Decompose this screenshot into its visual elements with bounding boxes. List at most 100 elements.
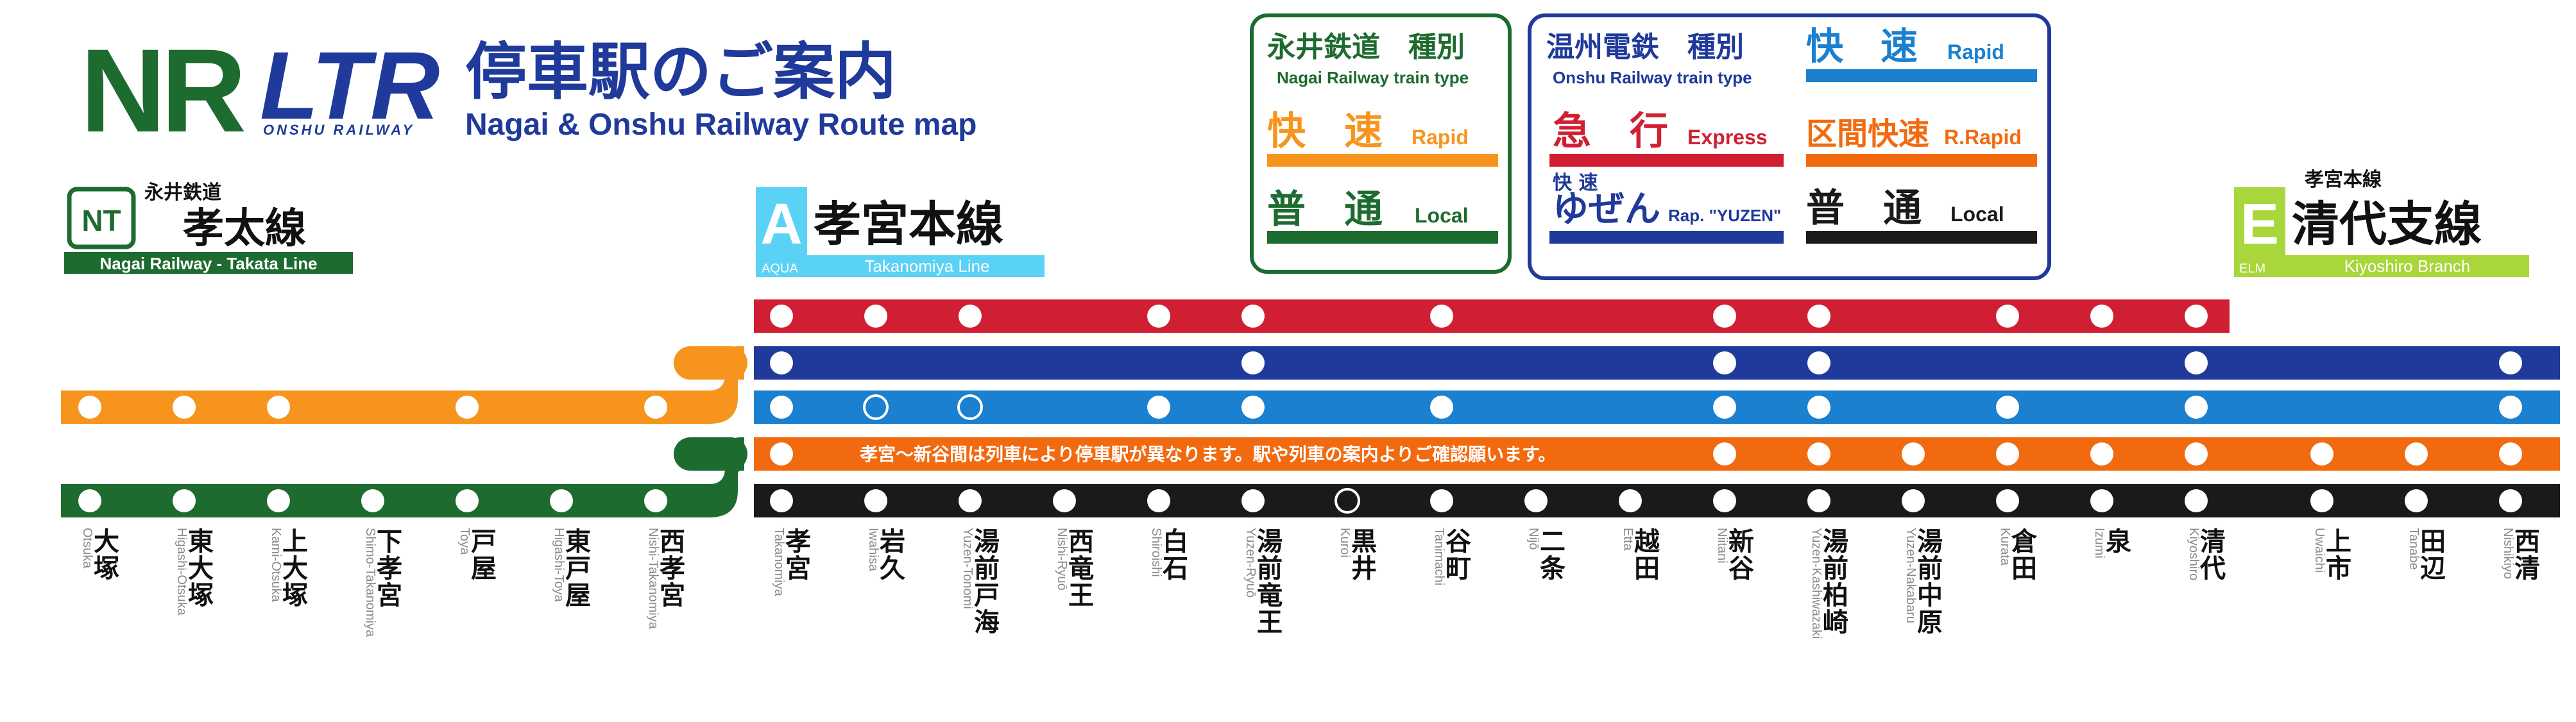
pass-marker: [957, 394, 983, 420]
stop-marker: [2185, 351, 2208, 374]
station-name-char: 東: [188, 527, 214, 557]
stop-marker: [1241, 351, 1265, 374]
station-name-char: 竜: [1257, 581, 1283, 610]
station-name-en: Etta: [1621, 528, 1635, 551]
stop-marker: [770, 489, 793, 512]
stop-marker: [2499, 442, 2522, 466]
line-name-takata: 孝太線: [183, 205, 306, 253]
line-name-kiyoshiro: 清代支線: [2292, 197, 2482, 252]
legend-onshu-yuzen-jp: ゆぜん: [1553, 189, 1660, 230]
station-name-en: Higashi-Toya: [552, 528, 566, 602]
station-name-en: Kami-Otsuka: [269, 528, 283, 602]
station-name-en: Yuzen-Nakabaru: [1904, 528, 1918, 623]
station-name-en: Niitani: [1715, 528, 1729, 564]
station-name-char: 新: [1728, 527, 1754, 557]
station-name-char: 大: [94, 527, 119, 557]
stop-marker: [644, 489, 667, 512]
station-name-char: 上: [282, 527, 308, 557]
stop-marker: [1430, 396, 1453, 419]
station-name-char: 戸: [471, 527, 497, 557]
station-name-char: 田: [1634, 554, 1660, 583]
station-name-char: 前: [974, 554, 1000, 583]
line-en-kiyoshiro: Kiyoshiro Branch: [2344, 256, 2471, 276]
stop-marker: [1902, 489, 1925, 512]
stop-marker: [2310, 489, 2333, 512]
bar-local-onshu: [754, 484, 2560, 517]
station-name-en: Kiyoshiro: [2187, 528, 2201, 580]
station-name-en: Yuzen-Tonomi: [960, 528, 975, 609]
legend-onshu-express-jp: 急 行: [1553, 109, 1668, 154]
station-name-char: 王: [1068, 581, 1094, 610]
station-name-en: Nishikiyo: [2501, 528, 2515, 579]
stop-marker: [78, 396, 101, 419]
station-name-char: 海: [974, 608, 1000, 637]
legend-onshu-title: 温州電鉄 種別: [1546, 31, 1744, 63]
legend-onshu-yuzen-small: 快 速: [1553, 172, 1598, 194]
stop-marker: [959, 489, 982, 512]
station-name-char: 柏: [1823, 581, 1848, 610]
station-name-char: 田: [2420, 527, 2446, 557]
station-name-char: 戸: [565, 554, 591, 583]
connector-local-cap: [674, 437, 747, 471]
pass-marker: [863, 394, 889, 420]
stop-marker: [173, 396, 196, 419]
stop-marker: [1524, 489, 1548, 512]
stop-marker: [78, 489, 101, 512]
legend-onshu-express-bar: [1549, 154, 1784, 167]
station-name-char: 宮: [660, 581, 685, 610]
legend-onshu-local-en: Local: [1950, 203, 2004, 226]
legend-nagai-local-jp: 普 通: [1267, 187, 1383, 232]
stop-marker: [2310, 442, 2333, 466]
line-badge-a-sub: AQUA: [762, 262, 798, 276]
stop-marker: [1430, 305, 1453, 328]
station-name-char: 市: [2326, 554, 2351, 583]
legend-onshu-local-jp: 普 通: [1806, 186, 1922, 231]
station-name-char: 前: [1257, 554, 1283, 583]
stop-marker: [770, 396, 793, 419]
station-name-char: 塚: [94, 554, 119, 583]
service-bars: [61, 299, 2560, 517]
line-en-bar-takata: [64, 252, 353, 274]
pass-marker: [1335, 488, 1360, 514]
station-name-char: 湯: [1917, 527, 1943, 557]
station-name-char: 湯: [974, 527, 1000, 557]
connector-rapid-cap: [674, 346, 747, 380]
line-badge-e: E: [2240, 192, 2279, 256]
station-name-char: 谷: [1446, 527, 1471, 557]
legend-nagai-rapid-en: Rapid: [1412, 126, 1469, 149]
stop-marker: [2499, 351, 2522, 374]
stop-marker: [959, 305, 982, 328]
stop-marker: [1053, 489, 1076, 512]
notice-text: 孝宮～新谷間は列車により停車駅が異なります。駅や列車の案内よりご確認願います。: [860, 444, 1556, 465]
line-badge-a: A: [761, 192, 803, 256]
stop-marker: [1147, 305, 1170, 328]
line-name-takanomiya: 孝宮本線: [814, 197, 1003, 252]
legend-onshu-local-bar: [1806, 231, 2037, 244]
station-name-char: 王: [1257, 608, 1283, 637]
stop-marker: [864, 489, 887, 512]
station-name-char: 屋: [565, 581, 591, 610]
station-name-en: Yuzen-Ryuō: [1243, 528, 1258, 598]
stop-marker: [2405, 442, 2428, 466]
stop-marker: [1713, 396, 1736, 419]
station-name-char: 東: [565, 527, 591, 557]
station-name-char: 倉: [2011, 527, 2037, 557]
stop-marker: [2185, 396, 2208, 419]
station-name-char: 田: [2011, 554, 2037, 583]
line-operator-kiyoshiro: 孝宮本線: [2305, 169, 2382, 191]
stop-marker: [1147, 396, 1170, 419]
legend-onshu-rrapid-jp: 区間快速: [1806, 116, 1929, 152]
legend-onshu-rrapid-bar: [1806, 154, 2037, 167]
stop-marker: [2499, 396, 2522, 419]
